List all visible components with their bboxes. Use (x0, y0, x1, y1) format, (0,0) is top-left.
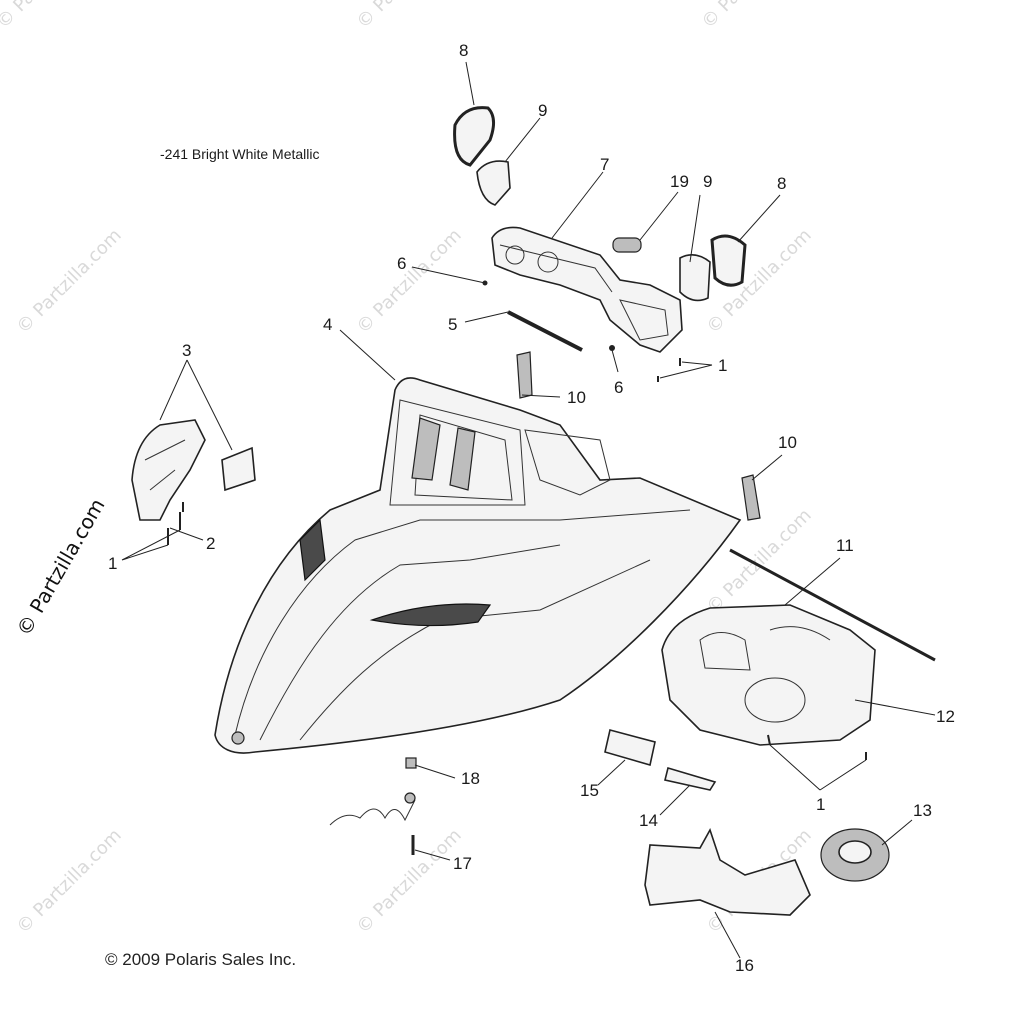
callout-10: 10 (567, 388, 586, 407)
callout-17: 17 (453, 854, 472, 873)
callout-9: 9 (538, 101, 548, 120)
rod-part (729, 548, 936, 662)
gauge-ring-right (710, 234, 747, 287)
callout-18: 18 (461, 769, 480, 788)
trim-strip-part (507, 310, 583, 352)
indicator-part-19 (612, 237, 642, 253)
console-part (491, 226, 683, 353)
callout-9: 9 (703, 172, 713, 191)
gauge-lens-left (476, 160, 511, 206)
callout-1: 1 (108, 554, 118, 573)
callout-6: 6 (397, 254, 407, 273)
callout-7: 7 (600, 155, 610, 174)
nut-part-18 (405, 757, 417, 769)
callout-1: 1 (816, 795, 826, 814)
bracket-part-10a (516, 351, 533, 399)
callout-11: 11 (836, 536, 854, 555)
copyright-notice: © 2009 Polaris Sales Inc. (105, 950, 297, 969)
callout-19: 19 (670, 172, 689, 191)
callout-13: 13 (913, 801, 932, 820)
shield-part (644, 828, 811, 916)
leader-lines (121, 61, 936, 959)
clip-part-6b (609, 345, 615, 351)
callout-5: 5 (448, 315, 458, 334)
callout-8: 8 (777, 174, 787, 193)
decal-part-14 (664, 766, 717, 791)
callout-10: 10 (778, 433, 797, 452)
callout-12: 12 (936, 707, 955, 726)
paint-color-note: -241 Bright White Metallic (160, 146, 320, 162)
callout-15: 15 (580, 781, 599, 800)
callout-1: 1 (718, 356, 728, 375)
gauge-lens-right (679, 254, 711, 302)
callout-16: 16 (735, 956, 754, 975)
gauge-ring-left (453, 106, 495, 167)
harness-part (329, 792, 416, 826)
callout-2: 2 (206, 534, 216, 553)
callout-3: 3 (182, 341, 192, 360)
hood-part (214, 377, 742, 754)
housing-part (661, 604, 876, 746)
callout-8: 8 (459, 41, 469, 60)
decal-part-15 (604, 729, 656, 767)
side-panel-part (131, 419, 256, 521)
callout-4: 4 (323, 315, 333, 334)
grommet-part (820, 828, 890, 882)
callout-14: 14 (639, 811, 658, 830)
callout-6: 6 (614, 378, 624, 397)
bracket-part-10b (741, 474, 761, 521)
